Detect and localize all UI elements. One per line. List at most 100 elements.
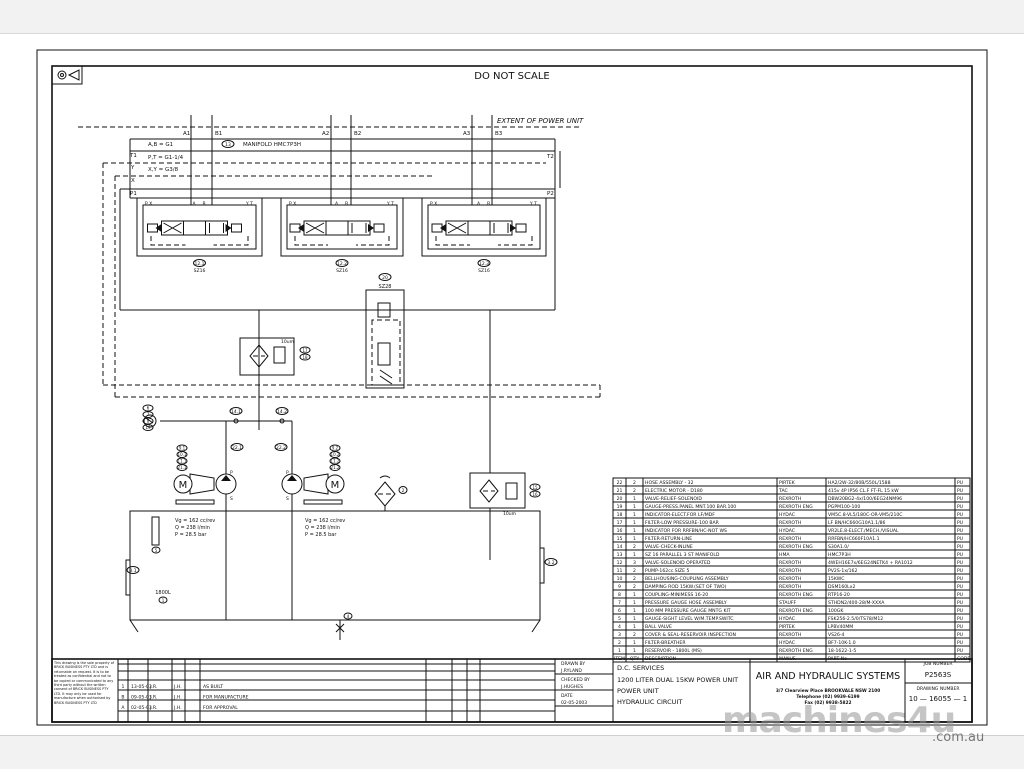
part-item: 22: [617, 480, 623, 486]
part-qty: 1: [633, 592, 636, 598]
drawn-by: J.RYLAND: [560, 668, 582, 674]
port-a1: A1: [183, 131, 190, 137]
part-description: SZ 16 PARALLEL 3 ST MANIFOLD: [645, 552, 720, 558]
part-part-number: HMC7P3H: [828, 552, 851, 558]
revision-checked-by: J.H.: [173, 705, 182, 711]
part-manufacturer: REXROTH ENG: [779, 648, 813, 654]
drawn-by-label: DRAWN BY: [561, 661, 585, 667]
port-size-xy: X,Y = G3/8: [148, 167, 179, 173]
part-part-number: LPBV40MM: [828, 624, 853, 630]
part-item: 19: [617, 504, 623, 510]
revision-description: FOR APPROVAL: [203, 705, 238, 711]
port-x: X: [131, 178, 135, 184]
part-description: BELLHOUSING-COUPLING ASSEMBLY: [645, 576, 729, 582]
part-code: PU: [957, 584, 963, 590]
revision-number: B: [121, 695, 124, 701]
part-code: PU: [957, 552, 963, 558]
work-ports: A1 B1 A2 B2 A3 B3: [183, 115, 503, 205]
part-code: PU: [957, 488, 963, 494]
revision-drawn-by: J.R.: [149, 705, 157, 711]
part-code: PU: [957, 640, 963, 646]
part-description: PUMP-162cc.SIZE 5: [645, 568, 689, 574]
part-part-number: VM5C.8-VL5/180C-OR-VM5/210C: [828, 512, 903, 518]
port-p2: P2: [547, 191, 554, 197]
motor-1-callout: 10.1: [178, 452, 187, 457]
return-filter-item-15: 15: [532, 485, 538, 490]
pump-2-specs: Vg = 162 cc/rev Q = 238 l/min P = 28.5 b…: [305, 518, 345, 538]
manifold-item-number: 13: [225, 142, 231, 148]
hose-22-1: 22.1: [232, 445, 242, 451]
relief-valve-item: 20: [382, 275, 388, 281]
valve-item-number: 12.1: [194, 261, 204, 267]
pressure-filter-item-17: 17: [302, 348, 308, 353]
valve-port-yt: Y T: [386, 201, 394, 207]
part-manufacturer: REXROTH: [779, 632, 801, 638]
part-code: PU: [957, 592, 963, 598]
part-code: PU: [957, 648, 963, 654]
part-qty: 1: [633, 520, 636, 526]
breather-item: 2: [402, 488, 405, 494]
date-label: DATE: [561, 693, 573, 699]
part-part-number: 4WEH16E7x/6EG24NETK4 + RA1012: [828, 560, 913, 566]
part-description: VALVE-RELIEF-SOLENOID: [645, 496, 702, 502]
pump-2-pressure: P = 28.5 bar: [305, 532, 337, 538]
drawing-number: 10 — 16055 — 1: [909, 695, 968, 703]
motor-1-icon: [173, 474, 193, 494]
part-description: PRESSURE GAUGE HOSE ASSEMBLY: [645, 600, 727, 606]
pump-1-p-port: P: [230, 470, 233, 476]
port-a2: A2: [322, 131, 329, 137]
part-part-number: VR2LE.8-ELECT./MECH./VISUAL: [828, 528, 899, 534]
part-manufacturer: TAC: [778, 488, 788, 494]
part-qty: 2: [633, 544, 636, 550]
part-qty: 2: [633, 568, 636, 574]
port-t1: T1: [129, 153, 137, 159]
pressure-filter-item-18: 18: [302, 355, 308, 360]
port-b1: B1: [215, 131, 222, 137]
part-description: GAUGE-SIGHT LEVEL W/M.TEMP.SWITC: [645, 616, 734, 622]
part-item: 9: [618, 584, 621, 590]
job-number: P2563S: [925, 671, 952, 679]
valve-port-px: P X: [430, 201, 437, 207]
company-name: AIR AND HYDRAULIC SYSTEMS: [756, 671, 900, 682]
valve-item-number: 12.3: [479, 261, 489, 267]
part-item: 8: [618, 592, 621, 598]
revision-drawn-by: J.R.: [149, 684, 157, 690]
motor-2-icon: [325, 474, 345, 494]
part-part-number: VS26-4: [828, 632, 845, 638]
motor-1-callout: 11.1: [178, 459, 187, 464]
part-item: 16: [617, 528, 623, 534]
breather-filter: 2: [374, 475, 408, 511]
client-name: D.C. SERVICES: [617, 664, 664, 672]
port-b2: B2: [354, 131, 361, 137]
motor-1-callout: 9.1: [179, 446, 186, 451]
part-qty: 1: [633, 512, 636, 518]
part-code: PU: [957, 608, 963, 614]
pump-1-displacement: Vg = 162 cc/rev: [175, 518, 215, 524]
revision-drawn-by: J.R.: [149, 695, 157, 701]
part-part-number: 18-1622-1-5: [828, 648, 856, 654]
pressure-filter: 10um 17 18: [239, 310, 311, 430]
motor-2-callout: 10.2: [331, 452, 340, 457]
part-code: PU: [957, 496, 963, 502]
valve-port-px: P X: [145, 201, 152, 207]
part-qty: 2: [633, 584, 636, 590]
pump-1-icon: [215, 473, 237, 495]
part-code: PU: [957, 600, 963, 606]
part-manufacturer: REXROTH ENG: [779, 504, 813, 510]
part-part-number: 100GK: [828, 608, 844, 614]
part-manufacturer: PIRTEK: [779, 480, 796, 486]
cover-item-3-2: 3.2: [547, 560, 554, 566]
part-code: PU: [957, 504, 963, 510]
part-qty: 2: [633, 488, 636, 494]
